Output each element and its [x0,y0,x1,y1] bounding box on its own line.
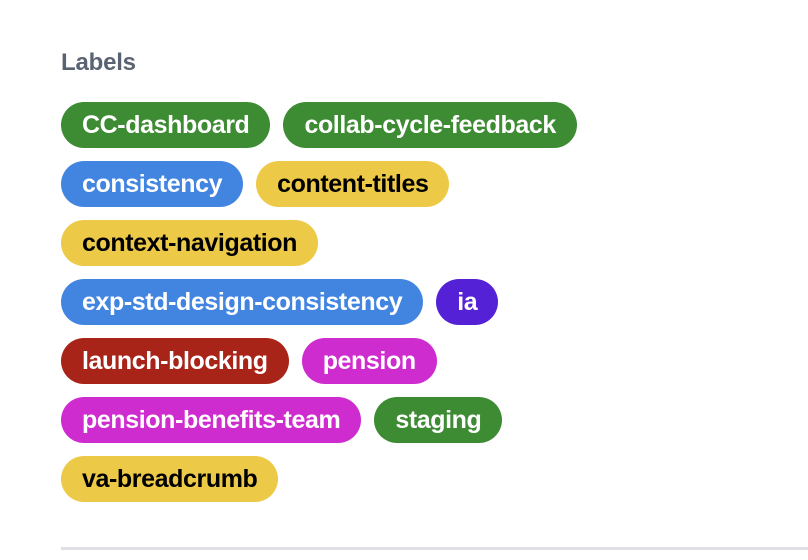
label-row: consistency content-titles [61,161,761,207]
page-title: Labels [61,49,136,76]
label-tag-exp-std-design-consistency[interactable]: exp-std-design-consistency [61,279,424,325]
label-tag-CC-dashboard[interactable]: CC-dashboard [61,102,271,148]
label-tag-va-breadcrumb[interactable]: va-breadcrumb [61,456,279,502]
label-row: launch-blocking pension [61,338,761,384]
label-tag-ia[interactable]: ia [436,279,499,325]
label-row: CC-dashboard collab-cycle-feedback [61,102,761,148]
label-tag-context-navigation[interactable]: context-navigation [61,220,319,266]
label-row: pension-benefits-team staging [61,397,761,443]
label-row: context-navigation [61,220,761,266]
label-tag-pension[interactable]: pension [301,338,437,384]
label-tag-content-titles[interactable]: content-titles [256,161,450,207]
label-tag-collab-cycle-feedback[interactable]: collab-cycle-feedback [283,102,577,148]
label-tag-staging[interactable]: staging [374,397,503,443]
label-tag-consistency[interactable]: consistency [61,161,244,207]
label-tag-list: CC-dashboard collab-cycle-feedback consist… [61,102,761,515]
label-row: exp-std-design-consistency ia [61,279,761,325]
label-row: va-breadcrumb [61,456,761,502]
label-tag-pension-benefits-team[interactable]: pension-benefits-team [61,397,362,443]
label-tag-launch-blocking[interactable]: launch-blocking [61,338,289,384]
section-divider [61,547,808,550]
